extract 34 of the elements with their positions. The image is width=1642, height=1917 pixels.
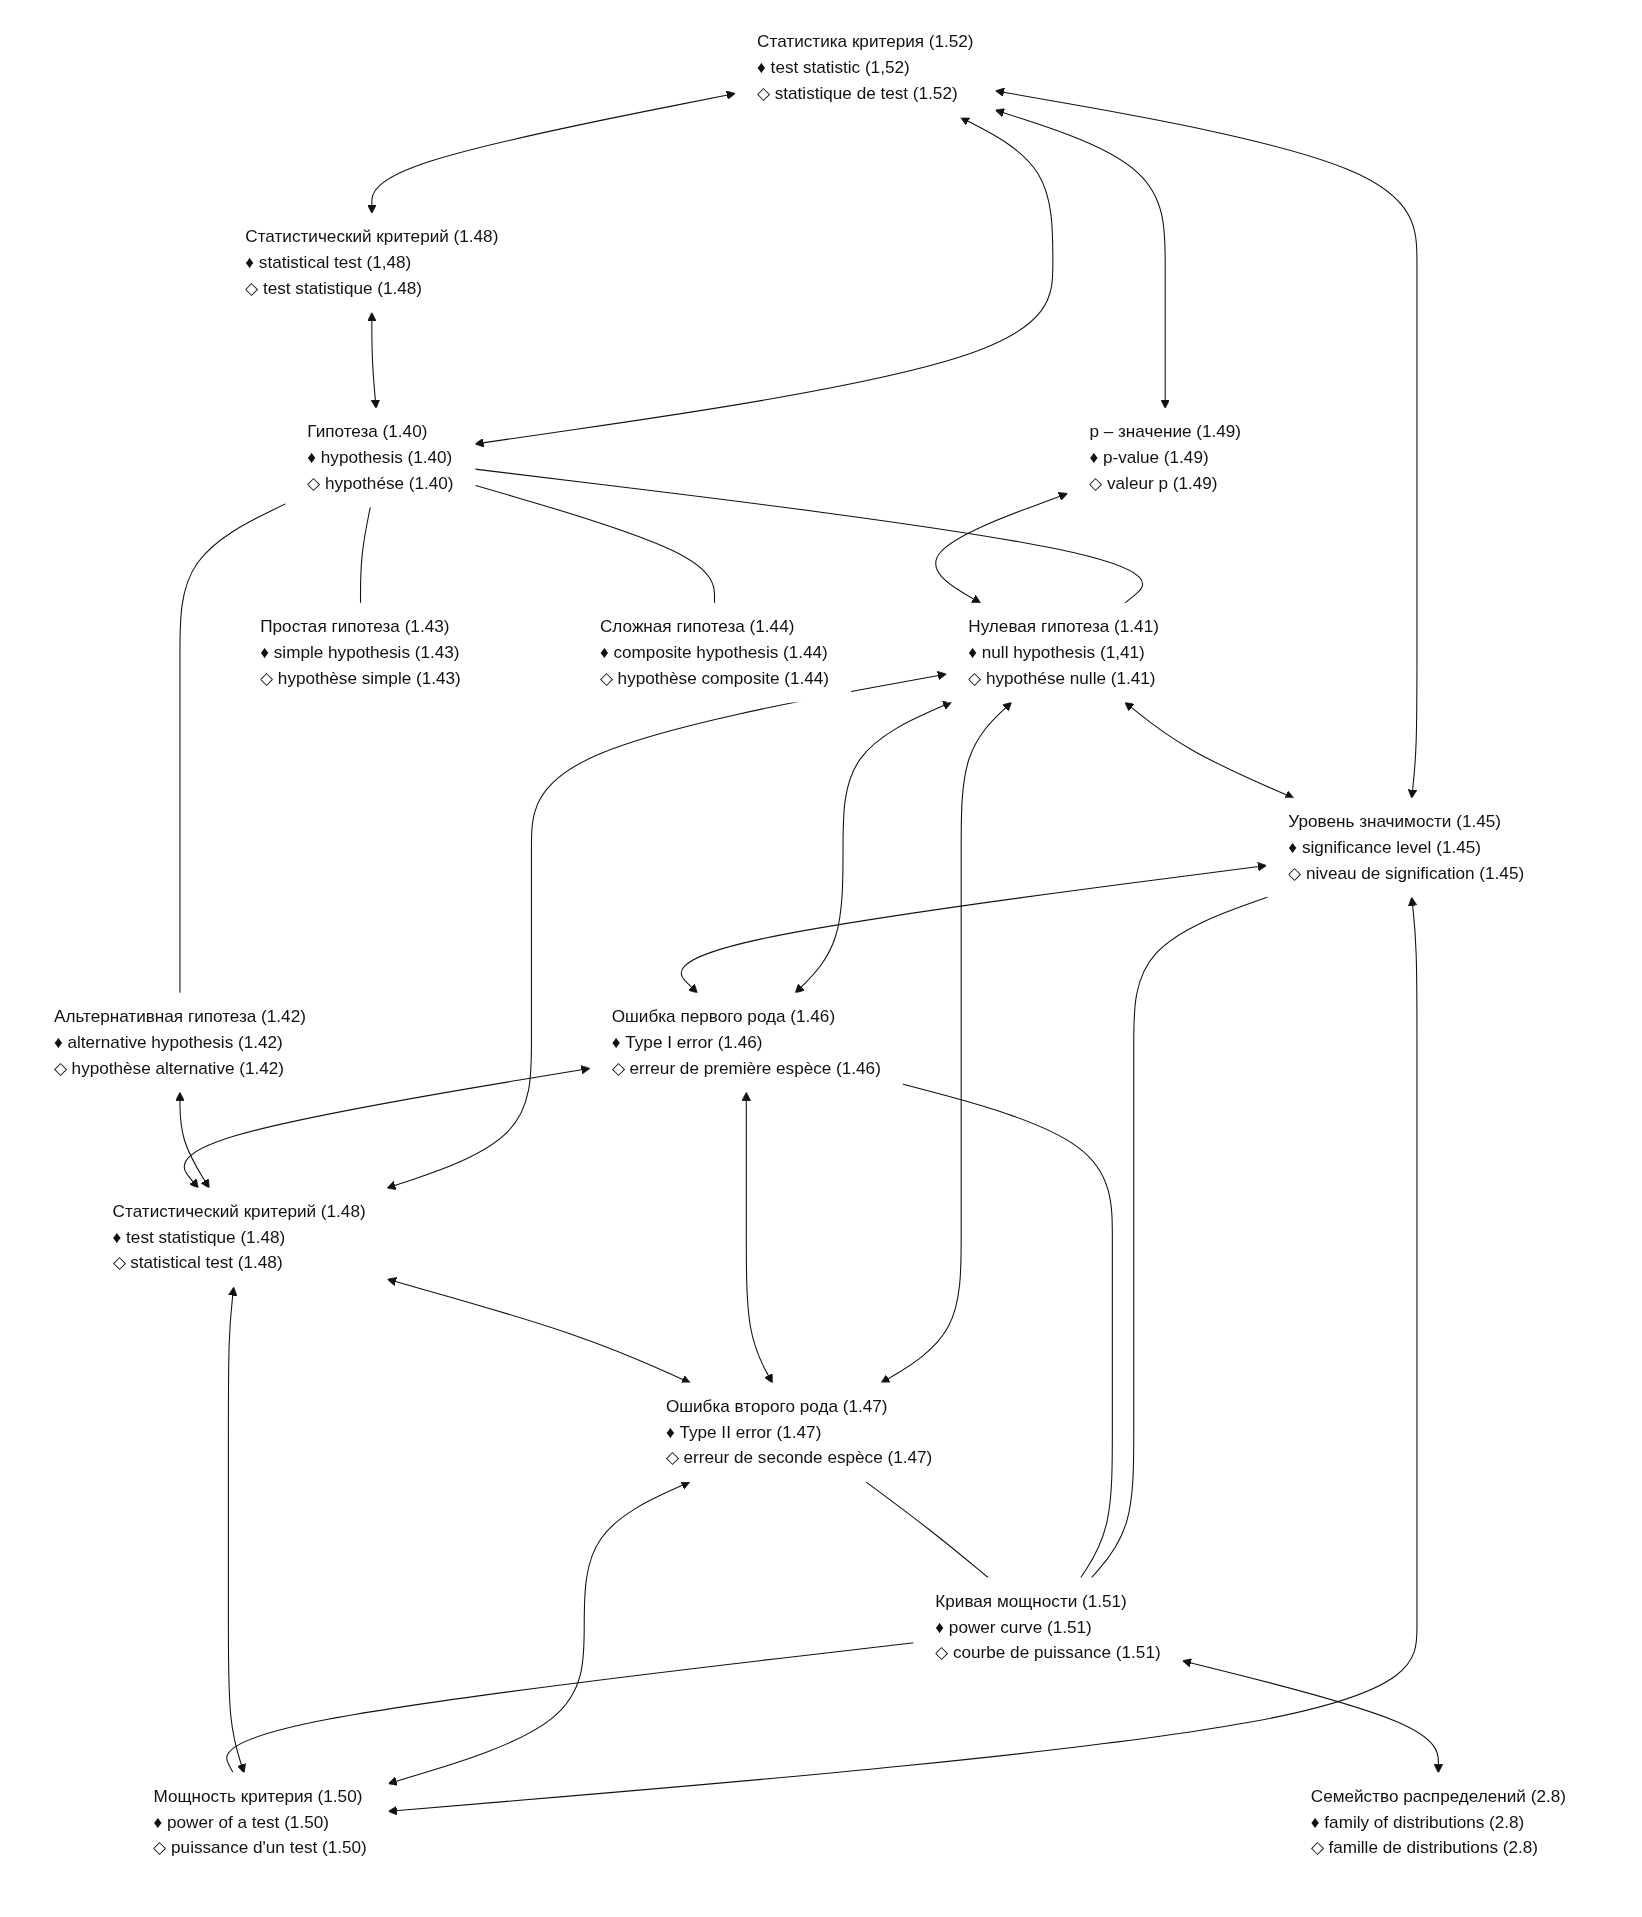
arrow	[1124, 701, 1295, 800]
arrow	[935, 492, 1069, 604]
arrow	[387, 896, 1418, 1816]
arrow	[367, 90, 736, 214]
node-text: Уровень значимости (1.45) ♦ significance level (1.45) ◇ niveau de signification (1.45)	[1288, 812, 1525, 882]
arrow	[387, 1277, 691, 1384]
node-text: p – значение (1.49) ♦ p-value (1.49) ◇ valeur p (1.49)	[1089, 422, 1242, 492]
arrow	[367, 312, 381, 409]
node-text: Семейство распределений (2.8) ♦ family of distributions (2.8) ◇ famille de distributions (2.8)	[1310, 1786, 1566, 1857]
node-text: Нулевая гипотеза (1.41) ♦ null hypothesis (1,41) ◇ hypothése nulle (1.41)	[968, 617, 1159, 687]
node-text: Статистический критерий (1.48) ♦ statistical test (1,48) ◇ test statistique (1.48)	[245, 227, 499, 298]
node-text: Гипотеза (1.40) ♦ hypothesis (1.40) ◇ hypothése (1.40)	[307, 422, 454, 492]
arrow	[183, 1065, 591, 1189]
node-text: Альтернативная гипотеза (1.42) ♦ alternative hypothesis (1.42) ◇ hypothèse alternative (1.42)	[54, 1007, 306, 1077]
arrow	[227, 1286, 246, 1774]
connector	[360, 506, 371, 604]
node-text: Простая гипотеза (1.43) ♦ simple hypothesis (1.43) ◇ hypothèse simple (1.43)	[260, 617, 461, 687]
node-text: Кривая мощности (1.51) ♦ power curve (1.51) ◇ courbe de puissance (1.51)	[935, 1591, 1161, 1662]
arrow	[1182, 1658, 1444, 1774]
node-text: Мощность критерия (1.50) ♦ power of a test (1.50) ◇ puissance d'un test (1.50)	[153, 1786, 367, 1857]
node-text: Статистика критерия (1.52) ♦ test statistic (1,52) ◇ statistique de test (1.52)	[757, 32, 974, 103]
arrow	[794, 701, 953, 994]
arrow	[741, 1091, 773, 1384]
arrow	[175, 1091, 210, 1189]
node-text: Ошибка первого рода (1.46) ♦ Type I error (1.46) ◇ erreur de première espèce (1.46)	[611, 1007, 881, 1077]
node-text: Ошибка второго рода (1.47) ♦ Type II error (1.47) ◇ erreur de seconde espèce (1.47)	[665, 1396, 933, 1467]
connector	[1090, 896, 1270, 1579]
arrow	[995, 87, 1418, 799]
arrow	[880, 701, 1012, 1384]
connector	[865, 1481, 990, 1579]
arrow	[995, 108, 1170, 409]
node-text: Статистический критерий (1.48) ♦ test statistique (1.48) ◇ statistical test (1.48)	[112, 1202, 366, 1272]
arrow	[680, 861, 1267, 994]
arrow	[386, 670, 947, 1190]
